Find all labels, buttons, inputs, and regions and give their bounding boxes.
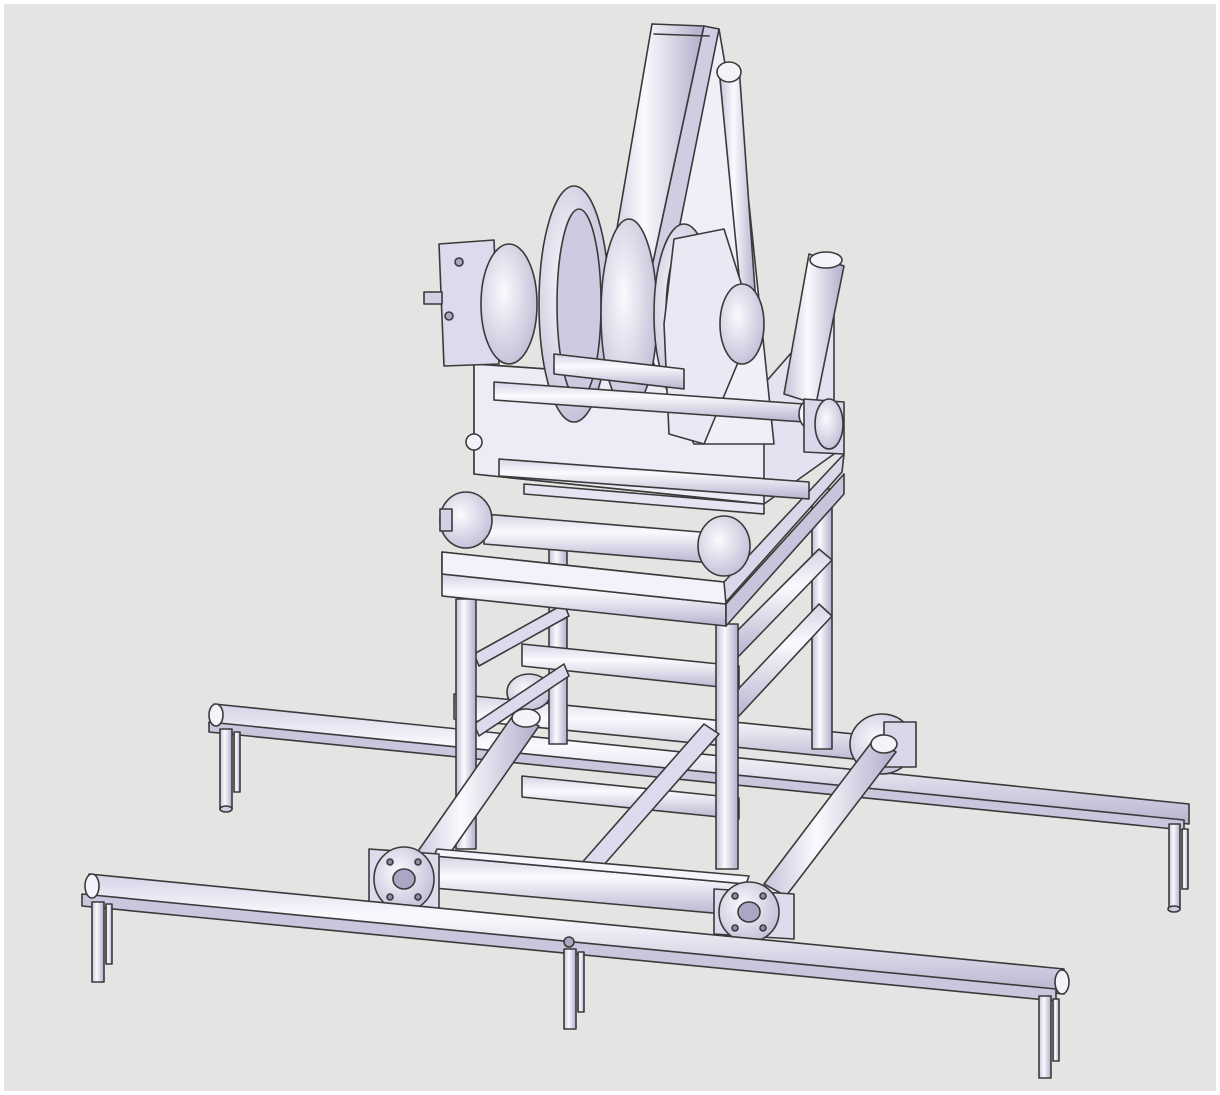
base-frame-front-beam xyxy=(433,848,750,917)
front-left-support-leg xyxy=(91,901,113,983)
rear-left-support-leg xyxy=(219,728,241,813)
winch-drum-assembly xyxy=(423,23,845,577)
rear-right-support-leg xyxy=(1167,823,1189,913)
machine-assembly-drawing xyxy=(81,23,1190,1079)
front-outrigger-rail xyxy=(81,873,1070,1002)
front-wheel-hub-right xyxy=(713,881,795,943)
cad-viewport xyxy=(4,4,1216,1091)
front-center-support-leg xyxy=(563,948,585,1030)
base-diagonal-tubes xyxy=(408,708,898,897)
front-right-support-leg xyxy=(1038,995,1060,1079)
front-wheel-hub-left xyxy=(368,846,440,912)
